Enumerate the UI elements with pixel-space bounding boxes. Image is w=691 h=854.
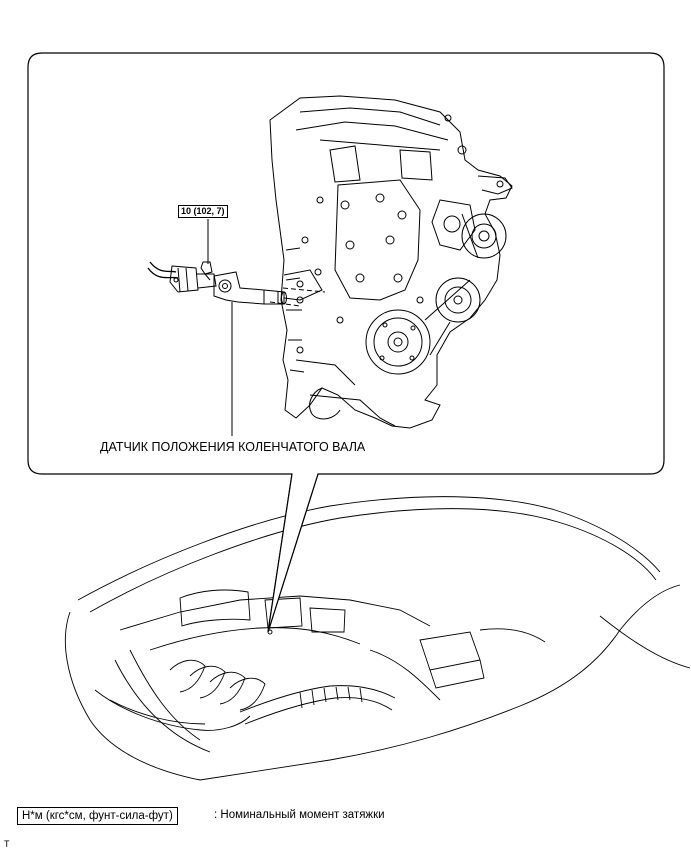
vehicle-illustration bbox=[64, 496, 691, 781]
legend-unit-box: Н*м (кгс*см, фунт-сила-фут) bbox=[17, 807, 178, 825]
torque-spec-label: 10 (102, 7) bbox=[178, 205, 228, 218]
legend-description: : Номинальный момент затяжки bbox=[214, 809, 385, 821]
callout-pointer bbox=[267, 473, 319, 633]
engine-illustration bbox=[269, 95, 513, 429]
corner-mark: T bbox=[4, 839, 10, 849]
part-name-label: ДАТЧИК ПОЛОЖЕНИЯ КОЛЕНЧАТОГО ВАЛА bbox=[100, 440, 366, 454]
callout-frame bbox=[27, 52, 665, 633]
crankshaft-sensor-illustration bbox=[147, 261, 287, 305]
